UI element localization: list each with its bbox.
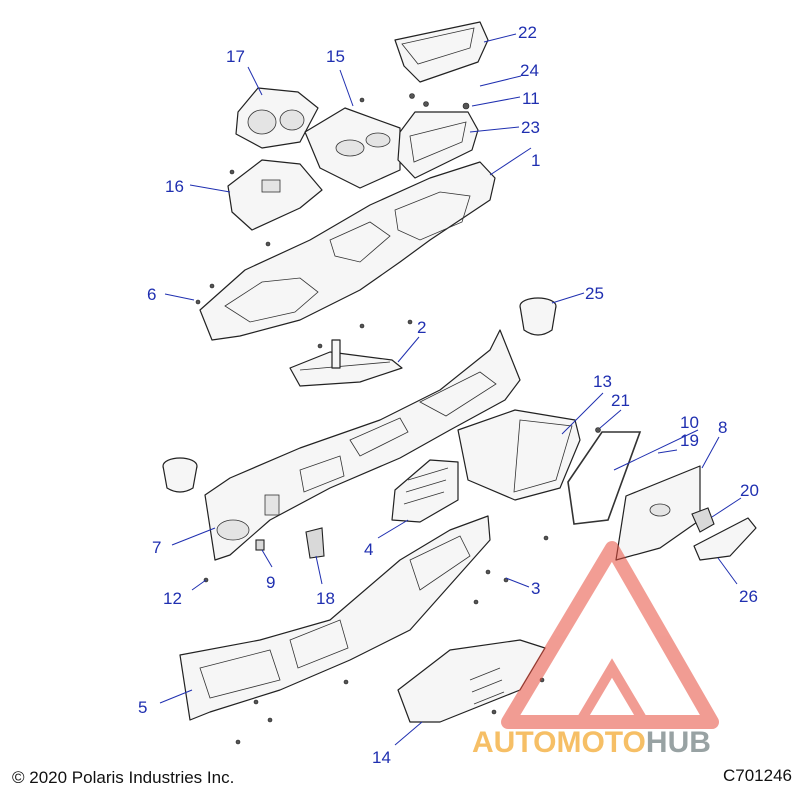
- part-18-clip: [305, 527, 325, 559]
- watermark-logo: [501, 541, 719, 729]
- callout-8: 8: [718, 418, 727, 437]
- callout-17: 17: [226, 47, 245, 66]
- fasteners: [195, 93, 601, 745]
- part-15-cup-holder-panel: [304, 107, 401, 189]
- callout-23: 23: [521, 118, 540, 137]
- callout-10: 10: [680, 413, 699, 432]
- part-1-upper-dash: [199, 161, 496, 341]
- part-8-glove-box-door: [615, 465, 701, 561]
- callout-2: 2: [417, 318, 426, 337]
- part-20-latch: [691, 507, 715, 533]
- callout-1: 1: [531, 151, 540, 170]
- callout-19: 19: [680, 431, 699, 450]
- part-26-trim: [693, 517, 757, 561]
- callout-7: 7: [152, 538, 161, 557]
- copyright-notice: © 2020 Polaris Industries Inc.: [12, 768, 235, 787]
- callout-3: 3: [531, 579, 540, 598]
- drawing-number: C701246: [722, 766, 792, 785]
- part-cup-holder-left: [162, 457, 198, 493]
- part-4-vent-panel: [391, 459, 459, 523]
- part-13-glove-box: [457, 409, 581, 501]
- leader-lines: [159, 33, 742, 746]
- callout-15: 15: [326, 47, 345, 66]
- callout-9: 9: [266, 573, 275, 592]
- callout-24: 24: [520, 61, 539, 80]
- callout-20: 20: [740, 481, 759, 500]
- watermark-text-automoto: AUTOMOTO: [472, 726, 646, 759]
- callout-6: 6: [147, 285, 156, 304]
- callout-4: 4: [364, 540, 373, 559]
- callout-21: 21: [611, 391, 630, 410]
- part-2-bracket: [289, 339, 403, 387]
- part-10-seal: [567, 431, 642, 525]
- part-17-gauge-housing: [235, 87, 319, 149]
- callout-26: 26: [739, 587, 758, 606]
- callout-14: 14: [372, 748, 391, 767]
- part-5-lower-dash: [179, 515, 491, 721]
- callout-5: 5: [138, 698, 147, 717]
- callouts: 1 2 3 4 5 6 7 8 9 10 11 12 13 14 15 16 1…: [138, 23, 759, 767]
- callout-25: 25: [585, 284, 604, 303]
- part-23-storage-bin: [397, 111, 479, 179]
- callout-13: 13: [593, 372, 612, 391]
- callout-22: 22: [518, 23, 537, 42]
- part-16-gauge-mount: [227, 159, 323, 231]
- part-22-bezel: [394, 21, 489, 83]
- callout-11: 11: [522, 89, 540, 108]
- part-7-dash-frame: [204, 329, 521, 561]
- callout-12: 12: [163, 589, 182, 608]
- callout-16: 16: [165, 177, 184, 196]
- watermark-text: AUTOMOTOHUB: [472, 726, 711, 759]
- part-9-clip: [255, 539, 265, 551]
- part-25-cup: [519, 297, 557, 336]
- callout-18: 18: [316, 589, 335, 608]
- watermark-text-hub: HUB: [646, 726, 711, 759]
